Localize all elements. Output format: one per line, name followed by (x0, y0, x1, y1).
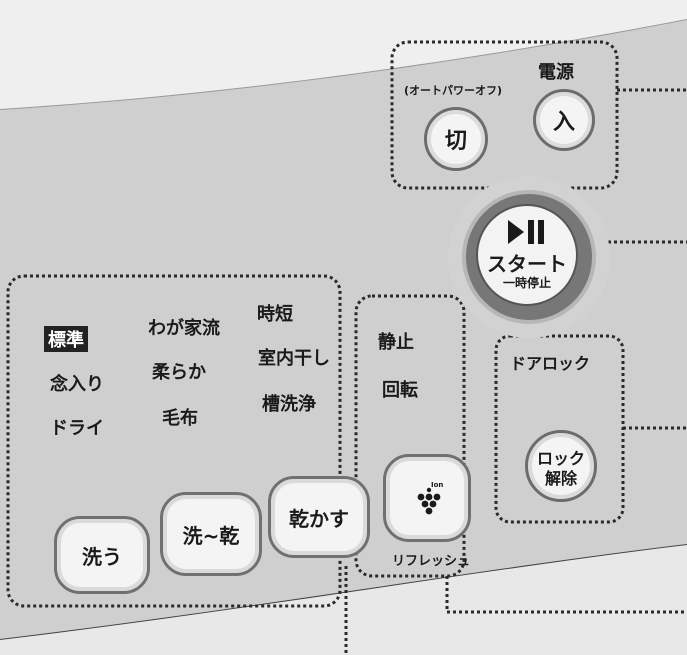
wash-button[interactable]: 洗う (54, 516, 150, 594)
course-tub-clean[interactable]: 槽洗浄 (262, 394, 316, 415)
wash-dry-button[interactable]: 洗~乾 (160, 492, 262, 576)
svg-text:Ion: Ion (431, 481, 443, 489)
auto-power-off-label: (オートパワーオフ) (404, 84, 503, 97)
course-soft[interactable]: 柔らか (152, 362, 206, 383)
lock-release-line1: ロック (536, 449, 585, 468)
drum-rotate-option[interactable]: 回転 (382, 380, 418, 401)
ion-grapes-icon: Ion (417, 481, 443, 515)
course-blanket[interactable]: 毛布 (162, 408, 198, 429)
drum-quiet-option[interactable]: 静止 (378, 332, 414, 353)
power-label: 電源 (538, 62, 574, 83)
refresh-button[interactable]: Ion (383, 454, 471, 542)
course-quick[interactable]: 時短 (257, 304, 293, 325)
start-pause-face: スタート 一時停止 (476, 204, 578, 306)
power-on-button[interactable]: 入 (533, 89, 595, 151)
dry-button[interactable]: 乾かす (268, 476, 370, 558)
course-thorough[interactable]: 念入り (50, 374, 104, 395)
course-standard[interactable]: 標準 (44, 326, 88, 352)
course-my-style[interactable]: わが家流 (148, 318, 220, 339)
power-off-button[interactable]: 切 (424, 107, 488, 171)
pause-sublabel: 一時停止 (502, 276, 551, 290)
refresh-label: リフレッシュ (392, 554, 471, 569)
lock-release-button[interactable]: ロック 解除 (525, 430, 597, 502)
start-pause-button[interactable]: スタート 一時停止 (462, 190, 596, 324)
course-dry[interactable]: ドライ (50, 418, 104, 439)
door-lock-label: ドアロック (510, 354, 591, 373)
start-label: スタート (487, 252, 567, 276)
drum-option-outline (354, 294, 466, 578)
play-pause-icon (508, 220, 544, 244)
refresh-leader-line (445, 576, 687, 614)
course-group-outline (6, 274, 342, 608)
power-group-outline (390, 40, 619, 190)
lock-release-line2: 解除 (544, 469, 577, 488)
course-indoor-dry[interactable]: 室内干し (258, 348, 330, 369)
